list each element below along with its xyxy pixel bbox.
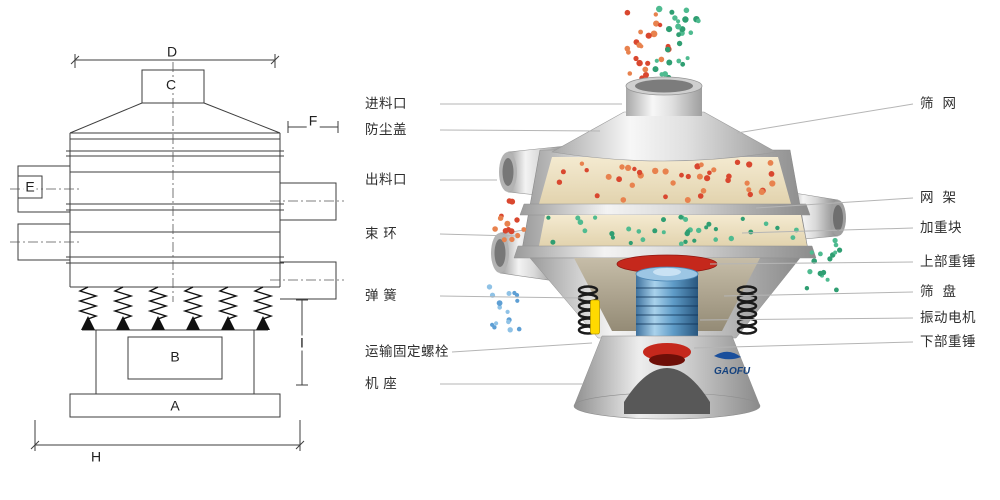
label-clamp-ring: 束 环 [365,226,398,241]
leader-dust-cover [439,129,601,132]
base-arch-opening [624,368,710,414]
label-outlet: 出料口 [365,172,407,187]
logo-text: GAOFU [714,366,751,377]
e-dim-box [17,175,43,199]
label-base: 机 座 [365,376,398,391]
logo-swoosh-icon [714,351,741,360]
label-screen-mesh: 筛 网 [920,96,957,111]
leader-bolt [451,342,593,353]
lower-chamber-particles [546,214,799,247]
feed-inlet-render [625,76,703,116]
label-feed-inlet: 进料口 [365,96,407,111]
leader-mesh-frame [755,197,914,209]
machine-base-render: GAOFU [573,335,761,420]
label-transport-bolt: 运输固定螺栓 [365,344,449,359]
left-lower-stub [17,223,70,261]
dimension-drawing [17,54,339,451]
dim-letter-d: D [164,43,180,60]
dim-letter-a: A [168,397,182,414]
leader-sieve-tray [723,291,914,297]
dim-letter-c: C [163,76,179,93]
label-weight-block: 加重块 [920,220,962,235]
right-upper-stub [280,182,337,221]
vibration-motor [635,266,699,345]
dim-letter-h: H [88,448,104,465]
right-spring-render [736,285,758,335]
transport-bolt [590,299,600,335]
brand-logo: GAOFU [714,351,751,377]
springs-2d [77,286,274,320]
leader-weight-block [741,227,914,234]
leader-clamp-ring [439,233,517,237]
dim-letter-f: F [306,112,320,129]
centerlines [10,62,344,302]
right-tube-particles [804,237,843,293]
leader-lower-hammer [693,341,914,349]
lower-spout-particles [486,284,522,333]
dim-letter-b: B [168,348,182,365]
label-sieve-tray: 筛 盘 [920,284,957,299]
funnel-section [529,254,801,345]
inlet-particles-green [652,5,701,93]
machine-render: GAOFU [486,5,846,420]
b-inner-box [127,336,223,380]
dust-cover-render [551,111,777,162]
leader-upper-hammer [709,261,914,265]
leader-lines [439,103,914,385]
label-motor: 振动电机 [920,310,976,325]
screen-body [513,149,817,259]
leader-motor [699,317,914,321]
label-spring: 弹 簧 [365,288,398,303]
dim-letter-i: I [298,334,306,351]
label-dust-cover: 防尘盖 [365,122,407,137]
leader-spring [439,295,584,299]
right-lower-stub [280,261,337,300]
upper-chamber-interior [539,157,791,204]
label-lower-hammer: 下部重锤 [920,334,976,349]
upper-spout-particles [492,198,527,243]
bottom-plate-2d [69,393,281,418]
dim-letter-e: E [23,178,37,195]
label-upper-hammer: 上部重锤 [920,254,976,269]
label-mesh-frame: 网 架 [920,190,957,205]
screen-deck-flange [519,203,811,216]
spring-wedges-2d [81,316,270,330]
upper-chamber-particles [556,159,776,203]
leader-screen-mesh [736,103,914,134]
bottom-flange [513,245,817,259]
lower-chamber-interior [539,215,807,246]
